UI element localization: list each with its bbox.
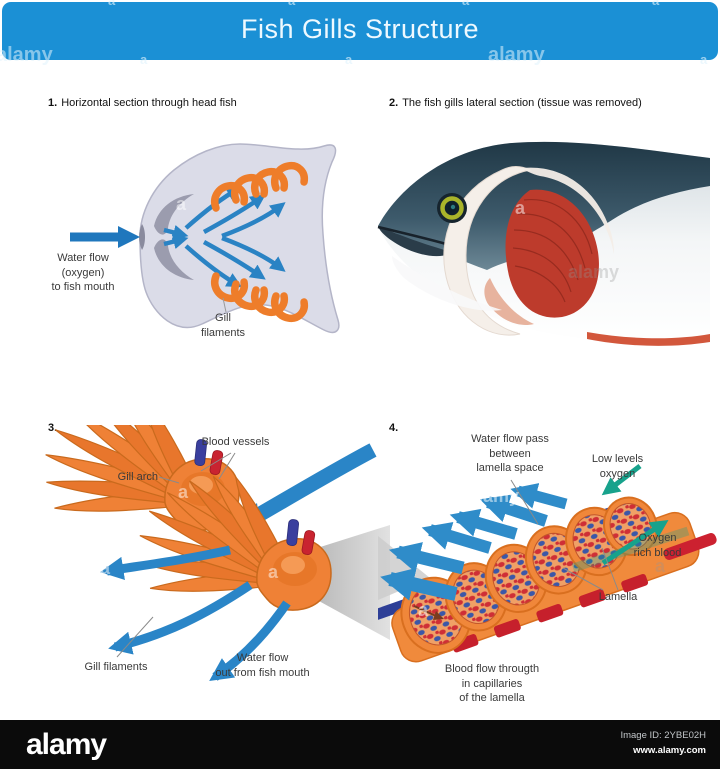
blood-vessel-red (301, 530, 316, 555)
label-water-flow-pass: Water flow pass between lamella space (471, 433, 549, 475)
blood-flow-arrow (413, 605, 444, 620)
image-credit-block: Image ID: 2YBE02H www.alamy.com (620, 729, 706, 758)
alamy-logo: alamy (26, 728, 107, 761)
label-gill-filaments-3: Gill filaments (84, 661, 148, 673)
water-exit-arrows (100, 545, 291, 681)
water-inflow-arrow (70, 226, 140, 248)
gill-arch-unit-rear (45, 425, 240, 531)
panel1-caption-text: Horizontal section through head fish (61, 97, 237, 109)
alamy-footer-bar: alamy Image ID: 2YBE02H www.alamy.com (0, 720, 720, 769)
gill-filaments-leader-line (222, 297, 227, 313)
label-blood-vessels: Blood vessels (201, 436, 270, 448)
label-lamella: Lamella (598, 591, 638, 603)
gill-arch-unit-front (139, 475, 332, 611)
label-low-levels-oxygen: Low levels oxygen (591, 453, 644, 480)
panel2-caption-text: The fish gills lateral section (tissue w… (402, 97, 642, 109)
leader-lines (116, 452, 236, 658)
low-oxygen-arrow (601, 464, 642, 496)
belly-highlight (392, 256, 502, 311)
blood-vessel-blue (286, 519, 300, 547)
ventral-fin-sliver (587, 332, 710, 346)
panel1-caption: 1.Horizontal section through head fish (48, 97, 237, 109)
oxygen-band (571, 526, 690, 573)
mouth-cavity-upper (154, 194, 194, 235)
panel2-number: 2. (389, 97, 399, 109)
label-gill-arch: Gill arch (117, 471, 158, 483)
label-oxygen-rich-blood: Oxygen rich blood (633, 532, 682, 559)
blood-vessel-red (209, 450, 224, 475)
oxygen-rich-arrow (601, 520, 669, 566)
panel3-number: 3. (48, 422, 58, 434)
leader-lines (510, 479, 619, 591)
exposed-gills (505, 189, 599, 318)
title-bar: Fish Gills Structure (2, 2, 718, 60)
water-flow-arrows (380, 483, 568, 601)
blood-vessel-blue (194, 439, 208, 467)
alamy-url: www.alamy.com (633, 744, 706, 756)
mouth-tip-shade (139, 224, 145, 250)
gill-filaments-row (211, 161, 309, 323)
label-gill-filaments-1: Gill filaments (200, 312, 246, 339)
panel2-caption: 2.The fish gills lateral section (tissue… (389, 97, 642, 109)
fish-eye (437, 193, 467, 223)
panel3-gill-arch-diagram (45, 425, 390, 681)
panel1-head-section-diagram (70, 143, 340, 334)
operculum-top-arc (522, 167, 614, 254)
gill-striations (512, 198, 593, 303)
low-oxygen-vessel-left-end (378, 599, 410, 625)
fish-lower-jaw (378, 226, 452, 257)
label-water-flow-out: Water flow out from fish mouth (215, 652, 310, 679)
page-title: Fish Gills Structure (240, 14, 480, 44)
fish-head-cross-section (139, 143, 340, 334)
label-water-flow-oxygen: Water flow (oxygen) to fish mouth (51, 252, 115, 294)
panel4-number: 4. (389, 422, 399, 434)
panel1-number: 1. (48, 97, 58, 109)
image-id: Image ID: 2YBE02H (620, 730, 706, 741)
mouth-cavity-lower (154, 239, 194, 280)
gill-membrane-flap (484, 278, 534, 326)
oxygen-rich-vessel-end (663, 533, 717, 560)
panel4-lamella-diagram (378, 464, 717, 663)
panel2-fish-head-illustration (377, 141, 710, 346)
label-blood-flow-capillaries: Blood flow througth in capillaries of th… (444, 663, 540, 705)
red-vessel-elbows (451, 573, 649, 653)
arch-highlight (281, 556, 305, 574)
